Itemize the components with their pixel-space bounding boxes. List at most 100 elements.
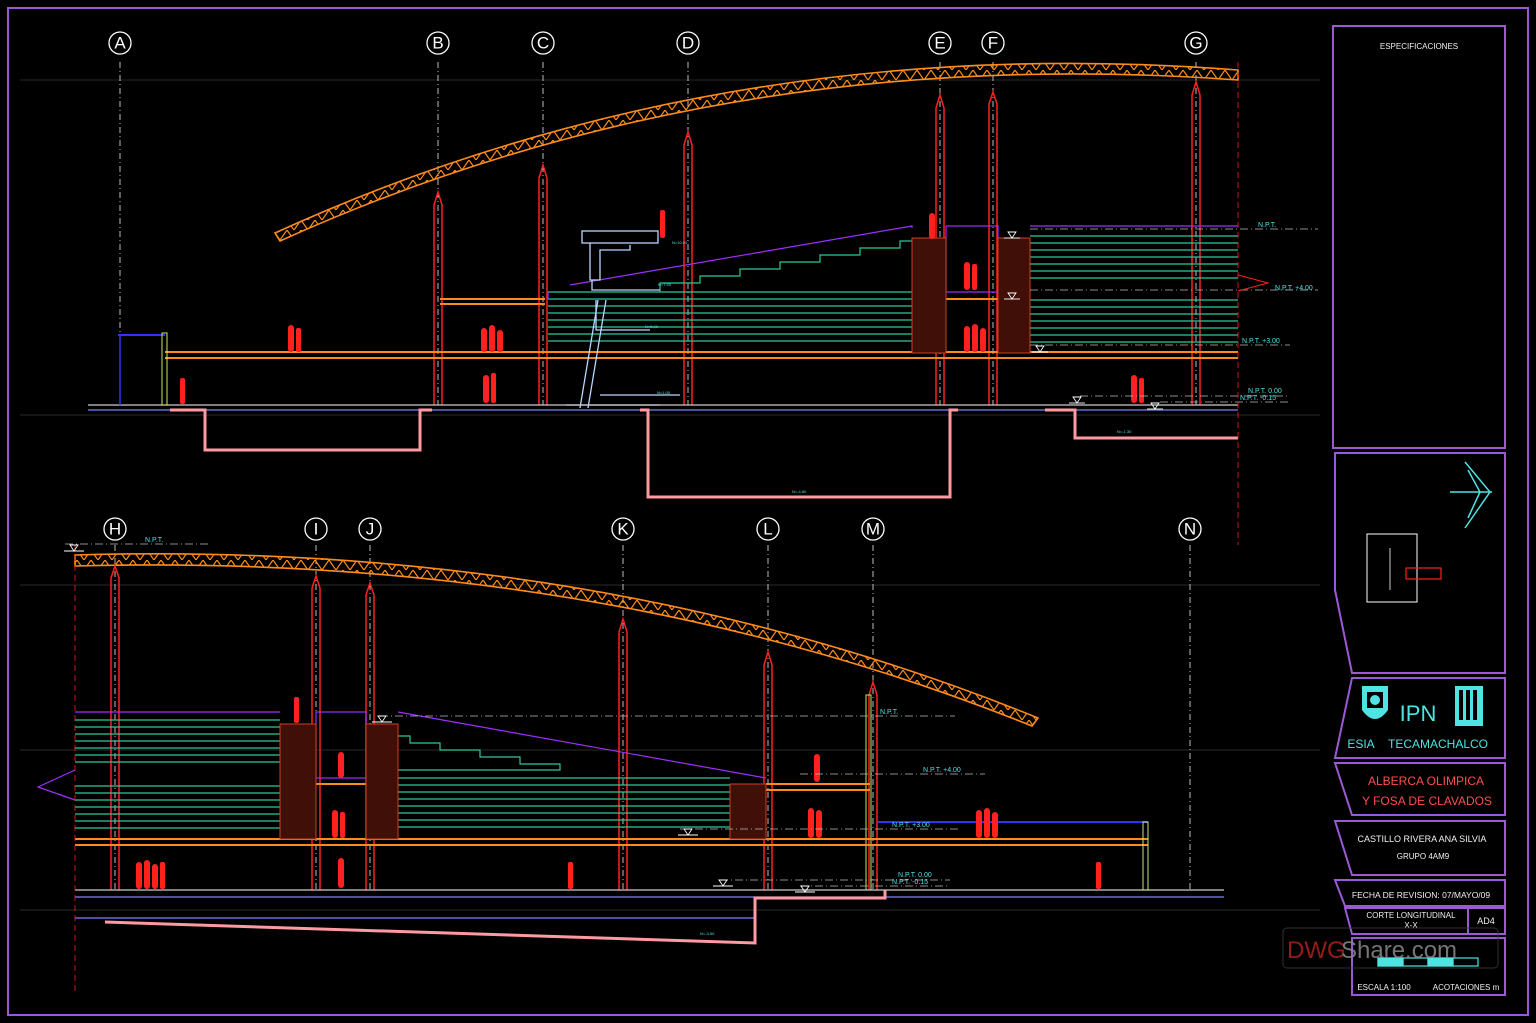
- axis-bubble-c: C: [531, 31, 555, 55]
- author-name: CASTILLO RIVERA ANA SILVIA: [1358, 834, 1487, 844]
- axis-bubble-n: N: [1178, 517, 1202, 541]
- level-label-top-3: N.P.T. +3.00: [1242, 338, 1280, 345]
- diving-tower: [566, 230, 680, 409]
- pool-top-left: [170, 408, 432, 452]
- slabs-bottom: [75, 783, 1148, 846]
- svg-text:G: G: [1189, 34, 1202, 53]
- svg-text:C: C: [537, 34, 549, 53]
- level-label-bottom-3: N.P.T. +4.00: [923, 767, 961, 774]
- tb-specs-panel: [1332, 25, 1506, 449]
- level-marks-top: [1030, 228, 1318, 403]
- svg-text:N=1.00: N=1.00: [657, 390, 671, 395]
- axis-bubble-g: G: [1184, 31, 1208, 55]
- level-label-top-4: N.P.T. 0.00: [1248, 388, 1282, 395]
- svg-text:N: N: [1184, 520, 1196, 539]
- axis-bubble-b: B: [426, 31, 450, 55]
- grandstand-outline-top: [547, 225, 1238, 299]
- level-label-bottom-5: N.P.T. 0.00: [898, 872, 932, 879]
- watermark-share: Share.com: [1341, 937, 1457, 964]
- axis-lines-top: [119, 62, 1197, 405]
- level-triangles-bottom: [64, 544, 815, 893]
- axis-bubble-e: E: [928, 31, 952, 55]
- level-triangles-top: [1004, 231, 1163, 410]
- svg-text:N=-1.30: N=-1.30: [1117, 429, 1132, 434]
- project-line2: Y FOSA DE CLAVADOS: [1362, 794, 1492, 808]
- grandstand-top: [548, 235, 1238, 343]
- grid-lines: [20, 79, 1320, 911]
- svg-text:K: K: [617, 520, 629, 539]
- svg-text:N=10.00: N=10.00: [672, 240, 688, 245]
- level-label-bottom-2: N.P.T.: [880, 709, 898, 716]
- sheet-name-line1: CORTE LONGITUDINAL: [1366, 911, 1456, 920]
- svg-text:D: D: [682, 34, 694, 53]
- axis-bubble-j: J: [358, 517, 382, 541]
- stair-blocks-top: [911, 237, 1031, 354]
- axis-bubble-h: H: [103, 517, 127, 541]
- grandstand-bottom: [75, 719, 730, 829]
- svg-text:F: F: [988, 34, 998, 53]
- grandstand-outline-bottom: [36, 711, 767, 801]
- columns-top: [433, 79, 1201, 405]
- note-bottom-depth: N=-3.50: [700, 931, 715, 936]
- svg-text:H: H: [109, 520, 121, 539]
- axis-bubble-m: M: [861, 517, 885, 541]
- level-label-top-1: N.P.T.: [1258, 222, 1276, 229]
- ground-top: [88, 332, 1238, 499]
- scale-bar-icon: [1377, 957, 1479, 967]
- esia-logo-icon: [1455, 686, 1483, 726]
- level-label-bottom-4: N.P.T. +3.00: [892, 822, 930, 829]
- section-top: A B C D E F G: [88, 31, 1318, 545]
- school-right: TECAMACHALCO: [1388, 737, 1488, 751]
- roof-truss-top: [273, 62, 1239, 243]
- level-marks-bottom: [65, 543, 985, 887]
- svg-text:A: A: [114, 34, 126, 53]
- svg-text:M: M: [866, 520, 880, 539]
- columns-bottom: [110, 563, 878, 890]
- axis-bubble-k: K: [611, 517, 635, 541]
- watermark: DWG Share.com: [1282, 927, 1499, 969]
- ground-bottom: [74, 545, 1224, 995]
- svg-text:N=7.50: N=7.50: [658, 282, 672, 287]
- sheet-name-line2: X-X: [1404, 921, 1418, 930]
- tb-sheet-panel: [1343, 907, 1506, 935]
- group-name: GRUPO 4AM9: [1397, 852, 1450, 861]
- north-arrow-icon: [1450, 461, 1492, 529]
- axis-bubble-f: F: [981, 31, 1005, 55]
- slabs-top: [165, 298, 1238, 359]
- svg-text:E: E: [934, 34, 945, 53]
- svg-text:I: I: [314, 520, 319, 539]
- people-bottom: [136, 697, 1101, 889]
- svg-text:N=-4.80: N=-4.80: [792, 489, 807, 494]
- tb-author-panel: [1333, 820, 1506, 876]
- revision-date: FECHA DE REVISION: 07/MAYO/09: [1352, 890, 1491, 900]
- svg-text:N=5.00: N=5.00: [645, 324, 659, 329]
- tb-keyplan-panel: [1334, 452, 1506, 674]
- section-bottom: H I J K L M N: [36, 517, 1224, 995]
- tb-revision-panel: [1333, 879, 1506, 907]
- ipn-logo-text: IPN: [1400, 701, 1437, 726]
- sheet-frame: [7, 7, 1529, 1016]
- tb-logo-panel: [1333, 677, 1506, 759]
- pool-bottom: [104, 890, 887, 945]
- specs-header: ESPECIFICACIONES: [1380, 42, 1458, 51]
- level-label-bottom-6: N.P.T. -0.15: [892, 879, 928, 886]
- watermark-dwg: DWG: [1287, 937, 1346, 964]
- pool-top-right: [1045, 408, 1238, 440]
- level-label-top-2: N.P.T. +4.00: [1275, 285, 1313, 292]
- roof-truss-bottom: [74, 553, 1040, 727]
- svg-text:L: L: [763, 520, 772, 539]
- svg-text:J: J: [366, 520, 375, 539]
- key-plan-icon: [1366, 533, 1442, 603]
- stair-blocks-bottom: [279, 723, 767, 840]
- sheet-code: AD4: [1477, 916, 1495, 926]
- school-left: ESIA: [1347, 737, 1374, 751]
- project-line1: ALBERCA OLIMPICA: [1368, 774, 1484, 788]
- axis-bubble-a: A: [108, 31, 132, 55]
- level-label-bottom-1: N.P.T.: [145, 537, 163, 544]
- axis-bubble-l: L: [756, 517, 780, 541]
- diving-pit: [640, 408, 958, 499]
- svg-text:B: B: [432, 34, 443, 53]
- tb-scale-panel: [1351, 937, 1506, 996]
- axis-bubble-d: D: [676, 31, 700, 55]
